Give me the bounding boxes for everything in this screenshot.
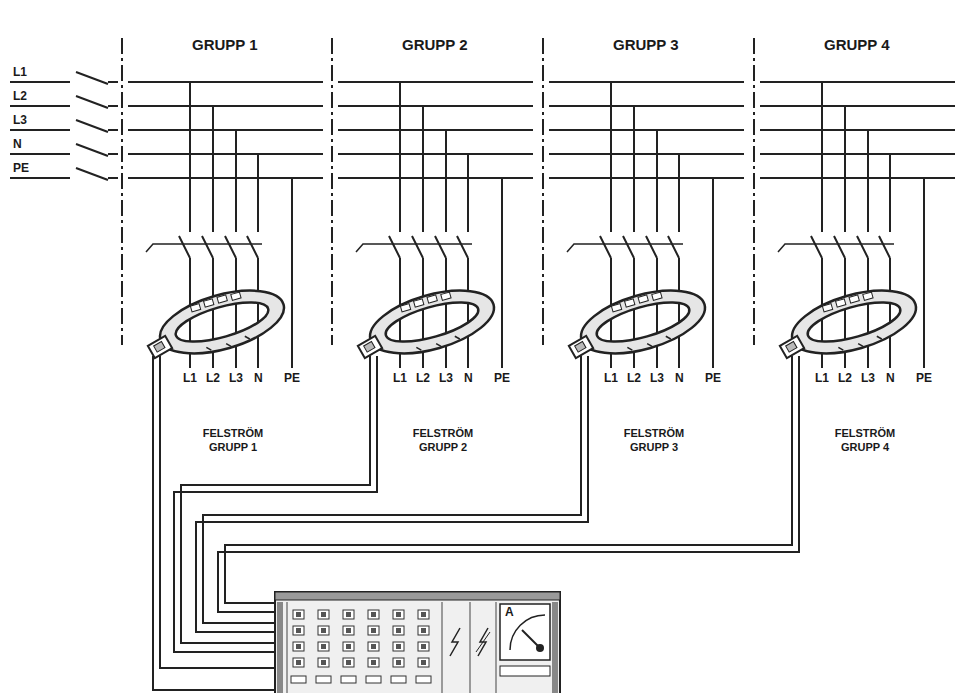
group-heading: GRUPP 3 bbox=[612, 36, 680, 53]
conductor-label: L1 bbox=[12, 66, 28, 80]
group-circuit bbox=[338, 82, 533, 368]
conductor-label: PE bbox=[493, 372, 511, 386]
conductor-label: PE bbox=[704, 372, 722, 386]
conductor-label: N bbox=[253, 372, 264, 386]
group-heading: GRUPP 4 bbox=[823, 36, 891, 53]
group-circuit bbox=[549, 82, 744, 368]
fault-current-label: FELSTRÖM GRUPP 2 bbox=[399, 426, 487, 455]
conductor-label: PE bbox=[283, 372, 301, 386]
conductor-label: N bbox=[885, 372, 896, 386]
group-circuit bbox=[128, 82, 323, 368]
conductor-label: L1 bbox=[814, 372, 830, 386]
conductor-label: L3 bbox=[860, 372, 876, 386]
supply-switch bbox=[10, 72, 118, 180]
group-circuit bbox=[760, 82, 955, 368]
conductor-label: L1 bbox=[182, 372, 198, 386]
monitoring-unit bbox=[275, 592, 560, 693]
group-heading: GRUPP 2 bbox=[401, 36, 469, 53]
conductor-label: L3 bbox=[12, 114, 28, 128]
conductor-label: L2 bbox=[837, 372, 853, 386]
conductor-label: L2 bbox=[415, 372, 431, 386]
conductor-label: L2 bbox=[626, 372, 642, 386]
conductor-label: N bbox=[12, 138, 23, 152]
group-heading: GRUPP 1 bbox=[191, 36, 259, 53]
conductor-label: L3 bbox=[649, 372, 665, 386]
fault-current-label: FELSTRÖM GRUPP 3 bbox=[610, 426, 698, 455]
conductor-label: N bbox=[674, 372, 685, 386]
conductor-label: L1 bbox=[392, 372, 408, 386]
conductor-label: L2 bbox=[205, 372, 221, 386]
meter-unit: A bbox=[504, 606, 515, 620]
conductor-label: L3 bbox=[228, 372, 244, 386]
conductor-label: PE bbox=[12, 162, 30, 176]
conductor-label: L1 bbox=[603, 372, 619, 386]
conductor-label: L2 bbox=[12, 90, 28, 104]
conductor-label: L3 bbox=[438, 372, 454, 386]
fault-current-label: FELSTRÖM GRUPP 4 bbox=[821, 426, 909, 455]
conductor-label: N bbox=[463, 372, 474, 386]
fault-current-label: FELSTRÖM GRUPP 1 bbox=[189, 426, 277, 455]
conductor-label: PE bbox=[915, 372, 933, 386]
